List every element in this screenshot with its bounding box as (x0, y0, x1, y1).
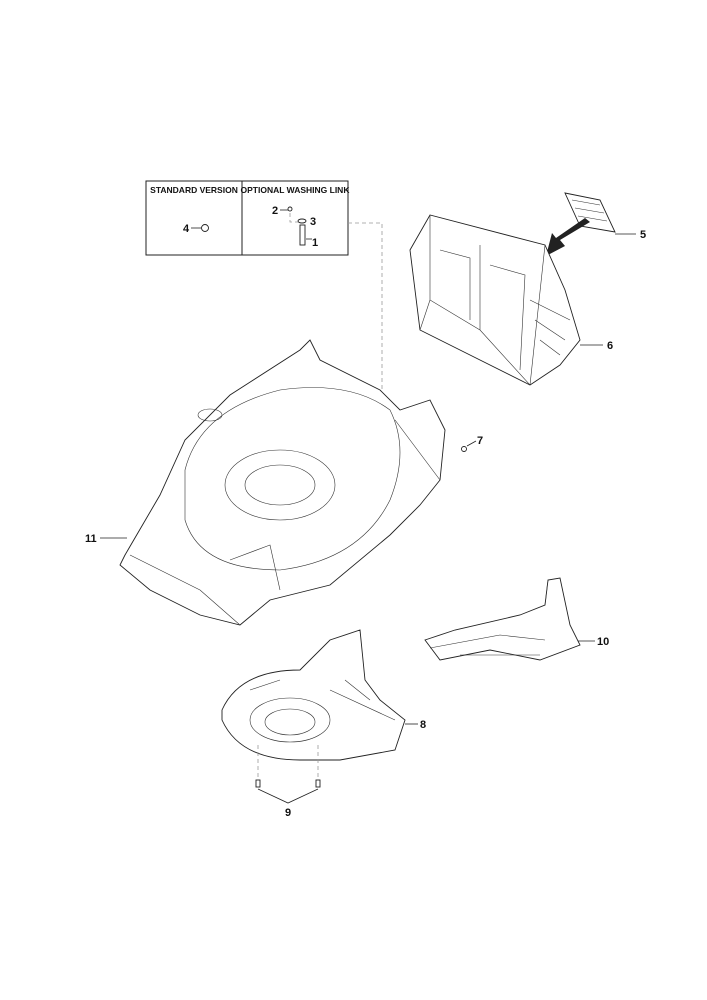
washing-nozzle-part-1 (299, 224, 306, 246)
baffle-part-8: 8 (221, 629, 426, 761)
mulch-plate-part-10: 10 (424, 577, 609, 661)
callout-8: 8 (420, 719, 426, 731)
callout-2: 2 (272, 205, 278, 217)
callout-10: 10 (597, 636, 609, 648)
callout-4: 4 (183, 223, 190, 235)
screw-part-7: 7 (461, 435, 483, 452)
callout-9: 9 (285, 807, 291, 819)
optional-washing-link-header: OPTIONAL WASHING LINK (241, 185, 351, 195)
arrow-icon (546, 218, 590, 256)
plug-part-4 (201, 224, 209, 232)
flap-part-5: 5 (564, 192, 646, 241)
mower-deck-part-11: 11 (85, 339, 446, 626)
callout-6: 6 (607, 340, 613, 352)
callout-11: 11 (85, 533, 97, 545)
callout-7: 7 (477, 435, 483, 447)
inset-box: STANDARD VERSION OPTIONAL WASHING LINK 4… (145, 180, 351, 256)
standard-version-header: STANDARD VERSION (150, 185, 238, 195)
rear-housing-part-6: 6 (409, 214, 613, 386)
callout-1: 1 (312, 237, 318, 249)
washer-part-3 (297, 218, 307, 224)
callout-3: 3 (310, 216, 316, 228)
callout-5: 5 (640, 229, 646, 241)
screw-part-2 (287, 206, 293, 212)
washing-link-leader (348, 222, 383, 440)
screws-part-9: 9 (255, 745, 321, 819)
